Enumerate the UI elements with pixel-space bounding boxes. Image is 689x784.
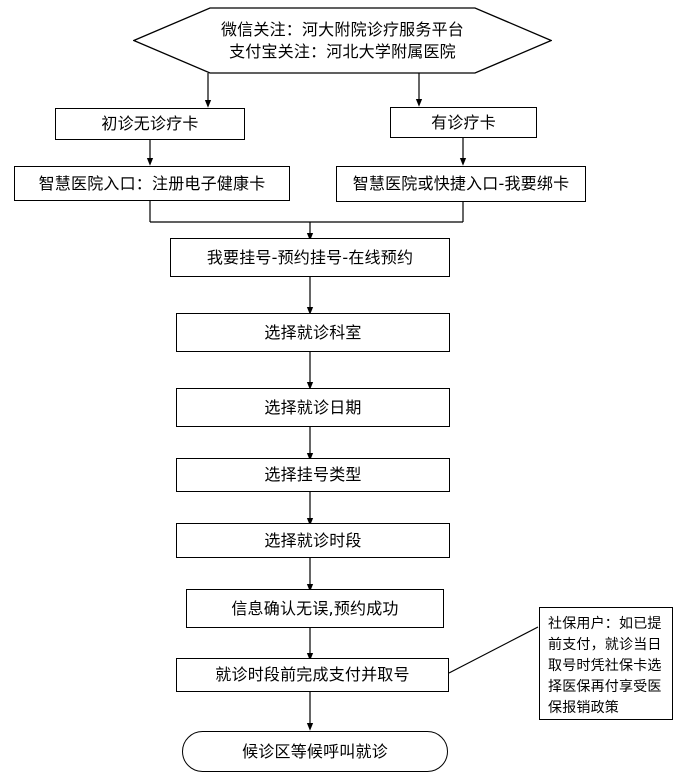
node-register: 我要挂号-预约挂号-在线预约 <box>170 238 450 277</box>
node-waiting-area: 候诊区等候呼叫就诊 <box>182 731 448 772</box>
node-smart-hospital-bind-card: 智慧医院或快捷入口-我要绑卡 <box>336 166 586 202</box>
note-insurance-users: 社保用户：如已提前支付，就诊当日取号时凭社保卡选择医保再付享受医保报销政策 <box>539 607 673 720</box>
node-waiting-area-label: 候诊区等候呼叫就诊 <box>242 741 388 761</box>
node-has-card: 有诊疗卡 <box>390 107 537 138</box>
node-date: 选择就诊日期 <box>176 388 450 427</box>
node-ticket-type-label: 选择挂号类型 <box>264 465 362 485</box>
node-department-label: 选择就诊科室 <box>264 322 362 342</box>
hexagon-outline <box>133 7 552 74</box>
node-register-label: 我要挂号-预约挂号-在线预约 <box>206 247 414 267</box>
node-timeslot: 选择就诊时段 <box>176 523 450 558</box>
node-first-visit-no-card: 初诊无诊疗卡 <box>55 108 245 140</box>
note-insurance-users-text: 社保用户：如已提前支付，就诊当日取号时凭社保卡选择医保再付享受医保报销政策 <box>548 616 662 716</box>
node-confirm-label: 信息确认无误,预约成功 <box>231 598 399 618</box>
node-has-card-label: 有诊疗卡 <box>431 112 496 132</box>
node-smart-hospital-register-card: 智慧医院入口：注册电子健康卡 <box>14 166 290 201</box>
entry-line-2: 支付宝关注：河北大学附属医院 <box>229 41 456 61</box>
node-first-visit-no-card-label: 初诊无诊疗卡 <box>101 114 199 134</box>
entry-hexagon-label: 微信关注：河大附院诊疗服务平台支付宝关注：河北大学附属医院 <box>221 19 464 61</box>
node-date-label: 选择就诊日期 <box>264 397 362 417</box>
node-payment-label: 就诊时段前完成支付并取号 <box>215 665 410 685</box>
entry-hexagon: 微信关注：河大附院诊疗服务平台支付宝关注：河北大学附属医院 <box>133 7 552 74</box>
node-smart-hospital-bind-card-label: 智慧医院或快捷入口-我要绑卡 <box>352 174 570 194</box>
node-ticket-type: 选择挂号类型 <box>176 458 450 492</box>
node-confirm: 信息确认无误,预约成功 <box>186 589 444 628</box>
node-payment: 就诊时段前完成支付并取号 <box>176 658 449 692</box>
entry-line-1: 微信关注：河大附院诊疗服务平台 <box>220 20 464 40</box>
node-smart-hospital-register-card-label: 智慧医院入口：注册电子健康卡 <box>38 173 266 193</box>
node-timeslot-label: 选择就诊时段 <box>264 530 362 550</box>
node-department: 选择就诊科室 <box>176 313 450 352</box>
